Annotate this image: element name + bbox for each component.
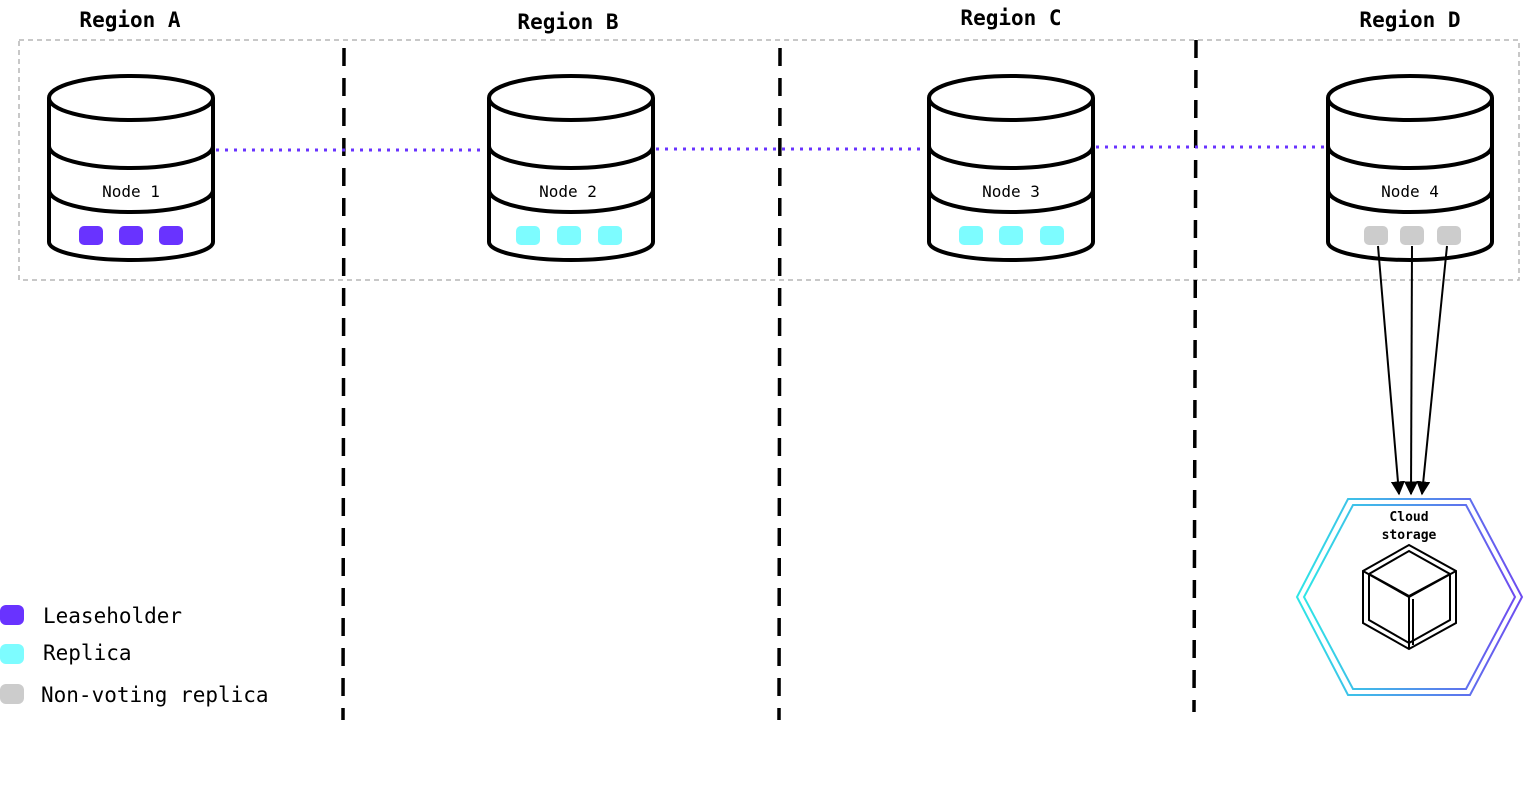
replica-group (959, 226, 1064, 245)
node-3: Node 3 (927, 74, 1095, 262)
replica-chip (557, 226, 581, 245)
region-divider-bc (777, 47, 782, 721)
leaseholder-chip (119, 226, 143, 245)
replica-group (516, 226, 622, 245)
node-label: Node 3 (982, 182, 1040, 201)
arrow (1377, 245, 1405, 496)
cloud-label-line1: Cloud (1389, 510, 1428, 525)
legend-swatch (0, 605, 24, 625)
cube-icon (1362, 543, 1457, 651)
node-links (216, 145, 1325, 152)
replica-group (79, 226, 183, 245)
non-voting-chip (1437, 226, 1461, 245)
node-4: Node 4 (1326, 74, 1494, 262)
nodes-frame (18, 39, 1520, 281)
hexagon-inner (1302, 504, 1517, 690)
cloud-label-line2: storage (1382, 528, 1437, 543)
region-title-b: Region B (517, 10, 618, 34)
cloud-storage: Cloud storage (1295, 498, 1524, 696)
legend: Leaseholder Replica Non-voting replica (0, 604, 269, 707)
region-title-c: Region C (960, 6, 1061, 30)
legend-item-non-voting: Non-voting replica (0, 683, 269, 707)
leaseholder-chip (159, 226, 183, 245)
node-1: Node 1 (47, 74, 215, 262)
node-2: Node 2 (487, 74, 655, 262)
replica-chip (959, 226, 983, 245)
legend-label: Non-voting replica (41, 683, 269, 707)
node-label: Node 2 (539, 182, 597, 201)
legend-swatch (0, 644, 24, 664)
hexagon-outer (1295, 498, 1524, 696)
arrow (1416, 245, 1448, 496)
arrow (1404, 245, 1419, 496)
leaseholder-chip (79, 226, 103, 245)
legend-item-replica: Replica (0, 641, 132, 665)
backup-arrows (1377, 245, 1448, 496)
region-divider-ab (341, 47, 346, 721)
legend-label: Replica (43, 641, 132, 665)
non-voting-chip (1364, 226, 1388, 245)
region-divider-cd (1192, 39, 1198, 713)
replica-chip (999, 226, 1023, 245)
region-title-a: Region A (79, 8, 181, 32)
legend-item-leaseholder: Leaseholder (0, 604, 182, 628)
replica-chip (1040, 226, 1064, 245)
node-label: Node 1 (102, 182, 160, 201)
non-voting-chip (1400, 226, 1424, 245)
legend-label: Leaseholder (43, 604, 182, 628)
replica-chip (598, 226, 622, 245)
replica-chip (516, 226, 540, 245)
legend-swatch (0, 684, 24, 704)
node-label: Node 4 (1381, 182, 1439, 201)
replica-group (1364, 226, 1461, 245)
region-title-d: Region D (1359, 8, 1460, 32)
